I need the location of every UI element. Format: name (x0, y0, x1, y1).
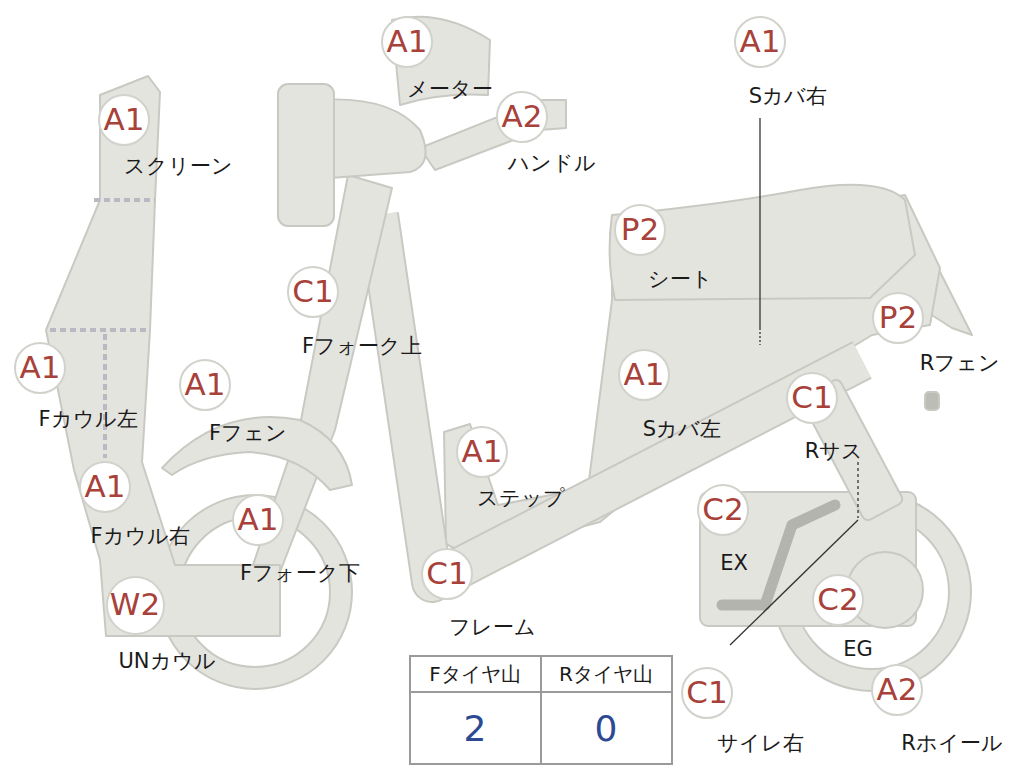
callout-circle: A1Sカバ右 (734, 16, 786, 68)
part-name: Fフォーク下 (240, 562, 360, 585)
part-name: Rホイール (901, 732, 1003, 755)
damage-code: C1 (426, 558, 467, 589)
frame-outline (378, 215, 862, 582)
part-name: UNカウル (118, 650, 215, 673)
damage-code: C2 (817, 584, 858, 615)
leader-lines (730, 118, 858, 645)
damage-code: A1 (387, 26, 428, 57)
front-cowl (46, 76, 280, 636)
part-name: Rフェン (920, 352, 1001, 375)
shock-mount (925, 392, 939, 410)
part-name: シート (648, 268, 713, 291)
table-value: 0 (595, 708, 618, 749)
callout-circle: A2Rホイール (871, 664, 923, 716)
callout-circle: A1Fカウル右 (79, 461, 131, 513)
damage-code: A1 (740, 26, 781, 57)
callout-circle: C2EG (812, 574, 864, 626)
damage-code: A1 (104, 104, 145, 135)
callout-circle: C1Fフォーク上 (287, 266, 339, 318)
callout-circle: W2UNカウル (106, 576, 165, 635)
callout-circle: P2シート (614, 204, 666, 256)
callout-circle: A1Fフェン (179, 359, 231, 411)
callout-circle: A1Sカバ左 (618, 349, 670, 401)
damage-code: C2 (702, 494, 743, 525)
part-name: ステップ (477, 487, 565, 510)
part-name: ハンドル (508, 152, 596, 175)
part-name: フレーム (449, 616, 536, 639)
part-name: EX (720, 552, 748, 575)
part-name: EG (843, 638, 873, 661)
damage-code: C1 (292, 276, 333, 307)
damage-code: A1 (185, 369, 226, 400)
part-name: Fカウル左 (38, 408, 137, 431)
tire-table (410, 656, 672, 764)
part-name: Rサス (805, 440, 864, 463)
damage-code: A2 (877, 674, 918, 705)
callout-circle: C1Rサス (786, 372, 838, 424)
part-name: サイレ右 (717, 732, 804, 755)
table-header: Fタイヤ山 (429, 661, 521, 688)
callout-circle: C1サイレ右 (681, 667, 733, 719)
callout-circle: A1ステップ (456, 426, 508, 478)
part-name: Fカウル右 (90, 525, 189, 548)
damage-code: A1 (238, 504, 279, 535)
front-fender (162, 417, 352, 490)
seat (610, 185, 915, 300)
damage-code: P2 (879, 302, 917, 333)
headlight (278, 84, 334, 226)
damage-code: C1 (686, 677, 727, 708)
callout-circle: P2Rフェン (872, 292, 924, 344)
part-name: Sカバ右 (749, 85, 827, 108)
damage-code: W2 (110, 589, 160, 620)
callout-circle: A1メーター (381, 16, 433, 68)
callout-circle: A1Fフォーク下 (232, 494, 284, 546)
damage-code: A1 (624, 359, 665, 390)
part-name: メーター (407, 78, 493, 101)
callout-circle: C1フレーム (421, 548, 473, 600)
table-header: Rタイヤ山 (559, 661, 653, 688)
damage-code: P2 (621, 214, 659, 245)
frame (378, 215, 862, 582)
callout-circle: A1スクリーン (98, 94, 150, 146)
damage-code: A2 (502, 101, 543, 132)
callout-circle: C2EX (697, 484, 749, 536)
part-name: Fフォーク上 (302, 335, 422, 358)
part-name: Sカバ左 (643, 418, 721, 441)
damage-code: A1 (20, 352, 61, 383)
table-value: 2 (464, 708, 487, 749)
damage-code: A1 (85, 471, 126, 502)
part-name: スクリーン (124, 155, 233, 178)
callout-circle: A1Fカウル左 (14, 342, 66, 394)
damage-code: A1 (462, 436, 503, 467)
damage-code: C1 (791, 382, 832, 413)
callout-circle: A2ハンドル (496, 91, 548, 143)
part-name: Fフェン (209, 422, 287, 445)
